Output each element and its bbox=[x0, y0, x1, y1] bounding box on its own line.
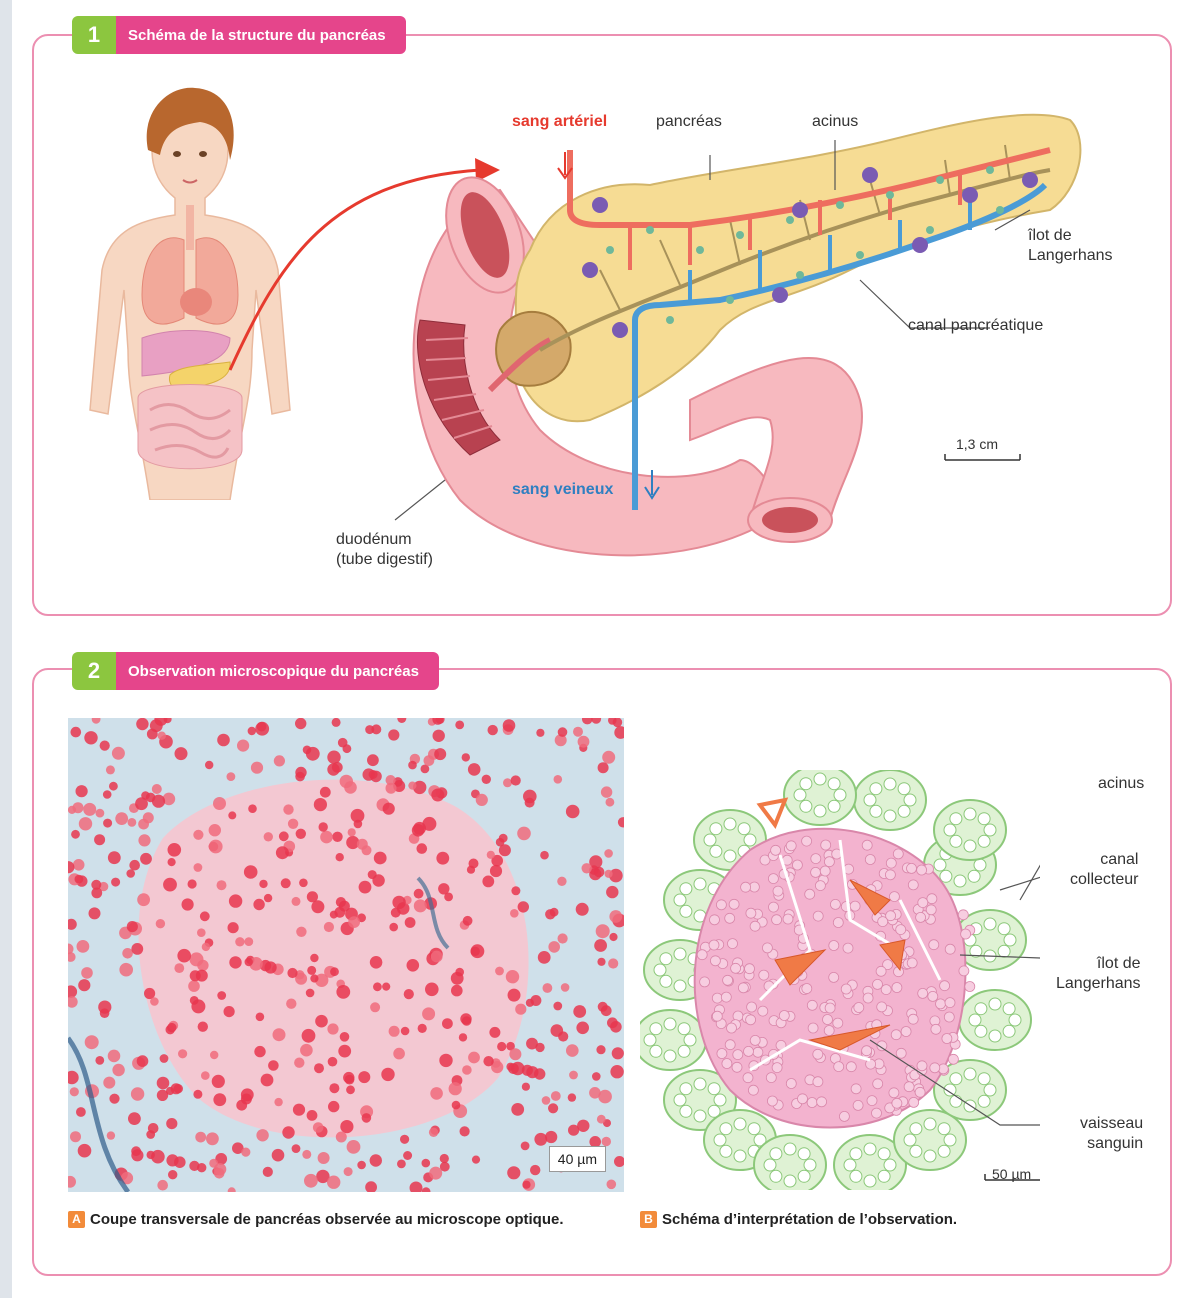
caption-a-letter: A bbox=[68, 1211, 85, 1228]
label-duodenum: duodénum (tube digestif) bbox=[336, 530, 433, 570]
label-pancreas: pancréas bbox=[656, 112, 722, 132]
label-vaisseau-sanguin: vaisseau sanguin bbox=[1080, 1114, 1143, 1154]
label-sang-veineux: sang veineux bbox=[512, 480, 613, 500]
panel-2-number: 2 bbox=[72, 652, 116, 690]
label-acinus-2: acinus bbox=[1098, 774, 1144, 794]
scale-label-schema: 50 µm bbox=[992, 1166, 1031, 1182]
scale-label-1: 1,3 cm bbox=[956, 436, 998, 452]
caption-b-text: Schéma d’interprétation de l’observation… bbox=[662, 1211, 957, 1228]
page-edge-strip bbox=[0, 0, 12, 1298]
panel-1-header: 1 Schéma de la structure du pancréas bbox=[72, 16, 406, 54]
label-sang-arteriel: sang artériel bbox=[512, 112, 607, 132]
caption-a: A Coupe transversale de pancréas observée… bbox=[68, 1210, 608, 1230]
label-ilot-langerhans-1: îlot de Langerhans bbox=[1028, 226, 1113, 266]
label-ilot-langerhans-2: îlot de Langerhans bbox=[1056, 954, 1141, 994]
islet-schema bbox=[640, 770, 1040, 1190]
panel-2-title: Observation microscopique du pancréas bbox=[116, 652, 439, 690]
caption-b-letter: B bbox=[640, 1211, 657, 1228]
micrograph-photo: 40 µm bbox=[68, 718, 624, 1192]
label-acinus-1: acinus bbox=[812, 112, 858, 132]
panel-1-title: Schéma de la structure du pancréas bbox=[116, 16, 406, 54]
caption-a-text: Coupe transversale de pancréas observée … bbox=[90, 1211, 564, 1228]
scale-label-photo: 40 µm bbox=[549, 1146, 606, 1172]
panel-1-number: 1 bbox=[72, 16, 116, 54]
micrograph-cells bbox=[68, 718, 624, 1192]
label-canal-collecteur: canal collecteur bbox=[1070, 850, 1138, 890]
caption-b: B Schéma d’interprétation de l’observatio… bbox=[640, 1210, 1140, 1230]
label-canal-pancreatique: canal pancréatique bbox=[908, 316, 1043, 336]
panel-2-header: 2 Observation microscopique du pancréas bbox=[72, 652, 439, 690]
